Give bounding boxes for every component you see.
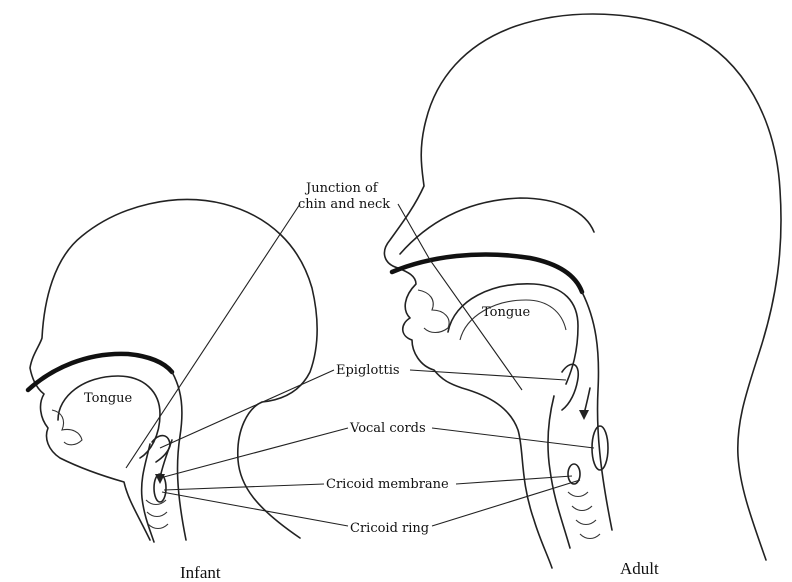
infant-tongue-label: Tongue xyxy=(84,391,133,406)
junction-leader-adult xyxy=(398,204,522,390)
epiglottis-label: Epiglottis xyxy=(336,363,400,378)
adult-palate xyxy=(392,254,582,292)
adult-trachea-rings xyxy=(568,492,600,539)
adult-airway-front xyxy=(548,396,570,548)
vocal-cords-leader-adult xyxy=(432,428,594,448)
infant-head-outline xyxy=(30,200,317,540)
adult-arrowhead xyxy=(579,410,589,420)
infant-palate xyxy=(28,354,172,390)
epiglottis-leader-infant xyxy=(160,370,334,448)
cricoid-membrane-leader-adult xyxy=(456,476,572,484)
infant-pharynx-back xyxy=(172,372,186,540)
adult-nasal-cavity xyxy=(400,198,594,254)
cricoid-ring-leader-infant xyxy=(162,492,348,526)
adult-lip-detail xyxy=(418,290,449,333)
vocal-cords-label: Vocal cords xyxy=(349,421,426,436)
epiglottis-leader-adult xyxy=(410,370,566,380)
junction-label-line1: Junction of xyxy=(304,181,379,196)
junction-label-line2: chin and neck xyxy=(298,197,390,212)
infant-head xyxy=(28,200,317,542)
adult-tongue-label: Tongue xyxy=(482,305,531,320)
infant-caption: Infant xyxy=(180,563,221,582)
adult-tongue xyxy=(448,284,578,384)
infant-tongue xyxy=(58,376,160,458)
cricoid-ring-label: Cricoid ring xyxy=(350,521,429,536)
infant-trachea-rings xyxy=(146,500,168,529)
adult-caption: Adult xyxy=(620,559,659,578)
infant-arrowhead xyxy=(155,474,165,484)
cricoid-membrane-leader-infant xyxy=(164,484,324,490)
cricoid-membrane-label: Cricoid membrane xyxy=(326,477,449,492)
infant-epiglottis xyxy=(152,436,170,462)
junction-leader-infant xyxy=(126,204,300,468)
infant-lip-detail xyxy=(52,410,82,445)
cricoid-ring-leader-adult xyxy=(432,480,580,526)
